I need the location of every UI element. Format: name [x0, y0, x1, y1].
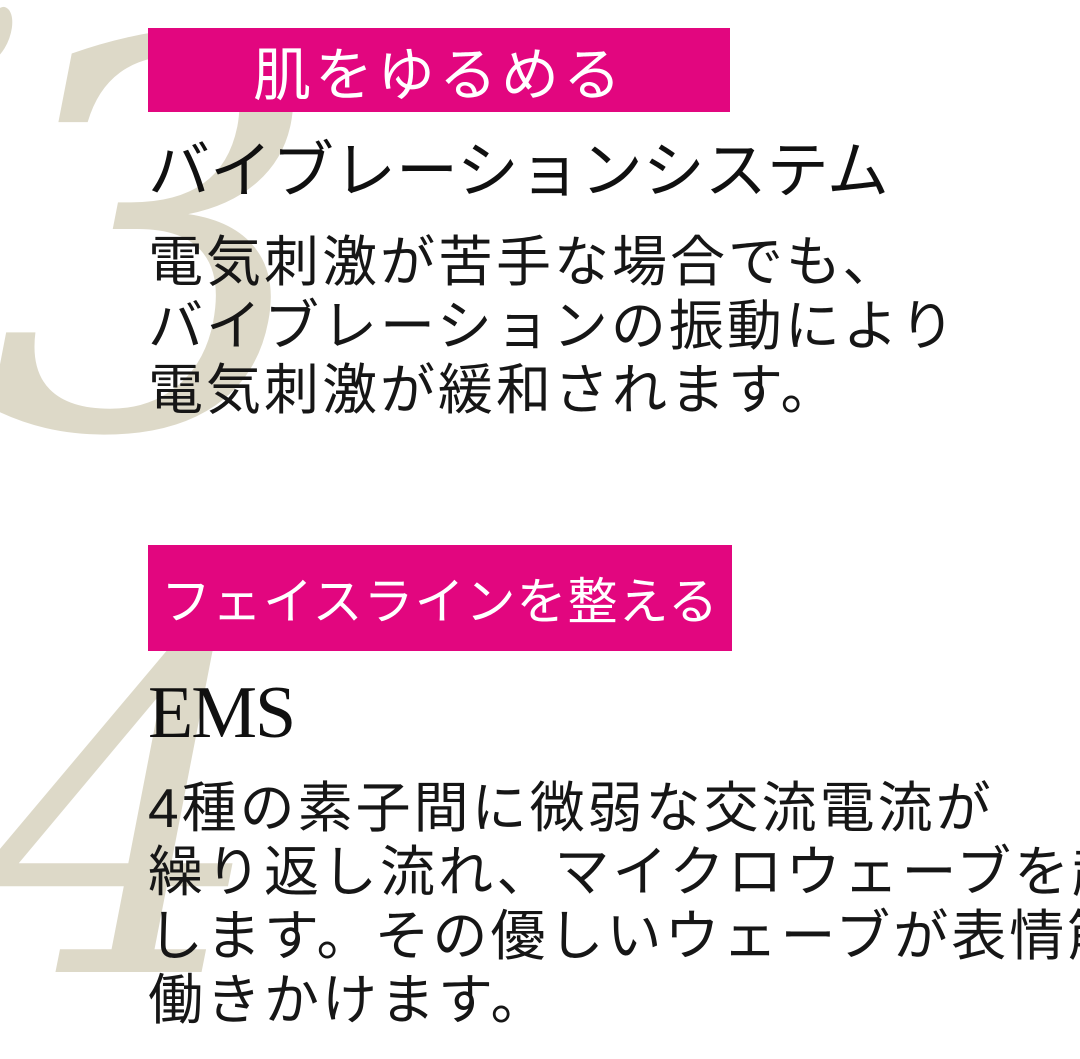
feature-heading-ems: EMS: [148, 672, 296, 754]
body-line: 4種の素子間に微弱な交流電流が: [148, 777, 994, 839]
body-line: 繰り返し流れ、マイクロウェーブを起こ: [148, 841, 1080, 903]
body-line: します。その優しいウェーブが表情筋に: [148, 905, 1080, 967]
feature-description-ems: 4種の素子間に微弱な交流電流が 繰り返し流れ、マイクロウェーブを起こ します。そ…: [148, 776, 1080, 1032]
feature-description-vibration: 電気刺激が苦手な場合でも、 バイブレーションの振動により 電気刺激が緩和されます…: [148, 230, 958, 422]
background-numeral-4: 4: [0, 564, 265, 1059]
body-line: 電気刺激が苦手な場合でも、: [148, 231, 901, 293]
body-line: 働きかけます。: [148, 969, 549, 1031]
feature-banner-faceline: フェイスラインを整える: [148, 545, 732, 651]
feature-banner-relax-skin: 肌をゆるめる: [148, 28, 730, 112]
body-line: 電気刺激が緩和されます。: [148, 359, 839, 421]
feature-heading-vibration-system: バイブレーションシステム: [148, 138, 889, 206]
body-line: バイブレーションの振動により: [148, 295, 958, 357]
